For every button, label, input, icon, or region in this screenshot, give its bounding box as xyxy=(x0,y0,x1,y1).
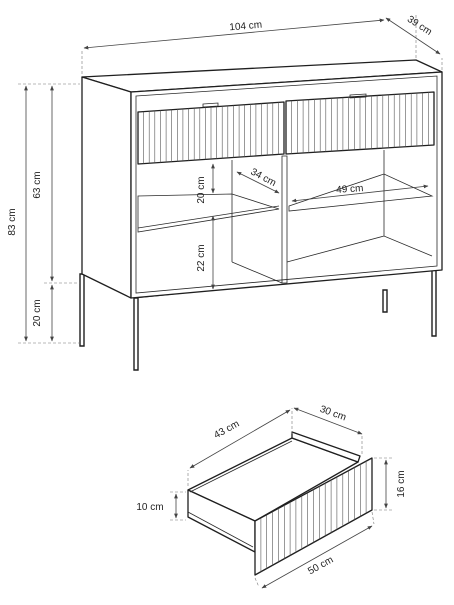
inner-height-label: 10 cm xyxy=(136,502,163,513)
shelf-gap-lower-label: 22 cm xyxy=(196,244,207,271)
shelf-width-label: 49 cm xyxy=(336,183,364,196)
drawer-runner xyxy=(187,511,254,548)
width-line xyxy=(83,18,385,50)
width-label: 104 cm xyxy=(229,20,263,34)
shelf-left xyxy=(137,193,280,233)
floor-right-edge xyxy=(286,235,433,263)
shelf-depth-line xyxy=(236,171,280,194)
front-height-label: 16 cm xyxy=(396,470,407,497)
sideboard xyxy=(79,59,443,371)
drawer-width-label: 43 cm xyxy=(212,418,241,441)
front-width-ext-right xyxy=(371,511,375,525)
total-height-label: 83 cm xyxy=(7,208,18,235)
leg-back-right xyxy=(431,267,437,337)
drawer-flutes-left xyxy=(143,102,279,164)
inner-frame xyxy=(135,75,438,294)
drawer-handle-right xyxy=(349,93,367,99)
drawer-flutes-right xyxy=(291,92,429,154)
front-width-line xyxy=(261,525,373,589)
center-divider xyxy=(281,155,288,284)
depth-label: 39 cm xyxy=(405,14,434,38)
shelf-width-line xyxy=(291,184,429,203)
drawers xyxy=(137,91,435,165)
floor-left-edge xyxy=(231,261,283,284)
front-width-ext-left xyxy=(254,577,260,588)
body-height-label: 63 cm xyxy=(32,171,43,198)
drawer-handle-left xyxy=(202,102,219,108)
leg-front-right xyxy=(382,289,388,313)
shelf-gap-upper-label: 20 cm xyxy=(196,176,207,203)
leg-front-left xyxy=(133,297,139,371)
sideboard-dimensions: 104 cm 39 cm 83 cm 63 cm 20 cm 20 cm 22 … xyxy=(7,14,443,344)
depth-line xyxy=(385,17,441,55)
drawer-width-line xyxy=(189,409,291,469)
leg-back-left xyxy=(79,273,85,347)
drawer-depth-label: 30 cm xyxy=(318,404,347,424)
drawer-depth-line xyxy=(293,407,363,435)
leg-height-label: 20 cm xyxy=(32,299,43,326)
side-panel xyxy=(81,76,132,299)
front-width-label: 50 cm xyxy=(306,554,335,577)
shelf-left-front xyxy=(137,205,280,229)
